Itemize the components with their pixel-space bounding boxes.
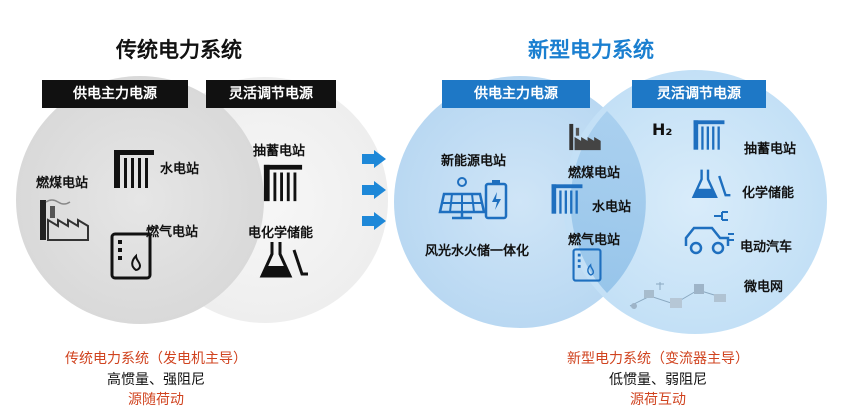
new-ev-label: 电动汽车 <box>740 240 793 255</box>
hydrogen-label: H₂ <box>652 120 673 139</box>
new-hydro-label: 水电站 <box>592 200 632 215</box>
new-coal-label: 燃煤电站 <box>568 166 621 181</box>
new-pumped-label: 抽蓄电站 <box>744 142 797 157</box>
new-chemical-label: 化学储能 <box>742 186 795 201</box>
dam-icon <box>693 120 725 150</box>
building-flame-icon <box>110 232 152 280</box>
microgrid-icon <box>629 282 726 309</box>
factory-icon <box>40 199 89 241</box>
new-main-tag: 供电主力电源 <box>442 80 590 108</box>
traditional-caption-1: 传统电力系统（发电机主导） <box>65 351 247 367</box>
plug-icon <box>714 211 728 221</box>
traditional-coal-label: 燃煤电站 <box>36 176 89 191</box>
new-gas-label: 燃气电站 <box>568 233 621 248</box>
new-caption-2: 低惯量、弱阻尼 <box>609 372 707 388</box>
solar-panel-icon <box>438 177 486 220</box>
traditional-hydro-label: 水电站 <box>160 162 200 177</box>
traditional-flexible-tag: 灵活调节电源 <box>206 80 336 108</box>
dam-icon <box>263 164 303 202</box>
factory-icon <box>569 123 601 151</box>
new-caption-1: 新型电力系统（变流器主导） <box>567 351 749 367</box>
arrow-right-icon <box>362 150 386 230</box>
new-energy-label: 新能源电站 <box>441 154 507 169</box>
building-flame-icon <box>572 248 602 282</box>
dam-icon <box>114 150 154 188</box>
traditional-main-tag: 供电主力电源 <box>42 80 188 108</box>
traditional-caption-3: 源随荷动 <box>128 392 184 408</box>
new-microgrid-label: 微电网 <box>744 280 784 295</box>
new-integrated-label: 风光水火储一体化 <box>425 244 530 259</box>
flask-icon <box>259 242 308 278</box>
traditional-electrochemical-label: 电化学储能 <box>248 226 314 241</box>
traditional-gas-label: 燃气电站 <box>146 225 199 240</box>
new-flexible-circle <box>563 70 827 334</box>
new-title: 新型电力系统 <box>528 38 654 62</box>
traditional-main-circle <box>16 76 264 324</box>
new-caption-3: 源荷互动 <box>630 392 686 408</box>
traditional-pumped-label: 抽蓄电站 <box>253 144 306 159</box>
traditional-caption-2: 高惯量、强阻尼 <box>107 372 205 388</box>
traditional-title: 传统电力系统 <box>116 38 242 62</box>
car-icon <box>684 226 734 255</box>
dam-icon <box>551 184 583 214</box>
new-overlap-region <box>570 111 646 293</box>
battery-icon <box>484 180 508 220</box>
new-flexible-tag: 灵活调节电源 <box>632 80 766 108</box>
flask-icon <box>691 169 731 198</box>
